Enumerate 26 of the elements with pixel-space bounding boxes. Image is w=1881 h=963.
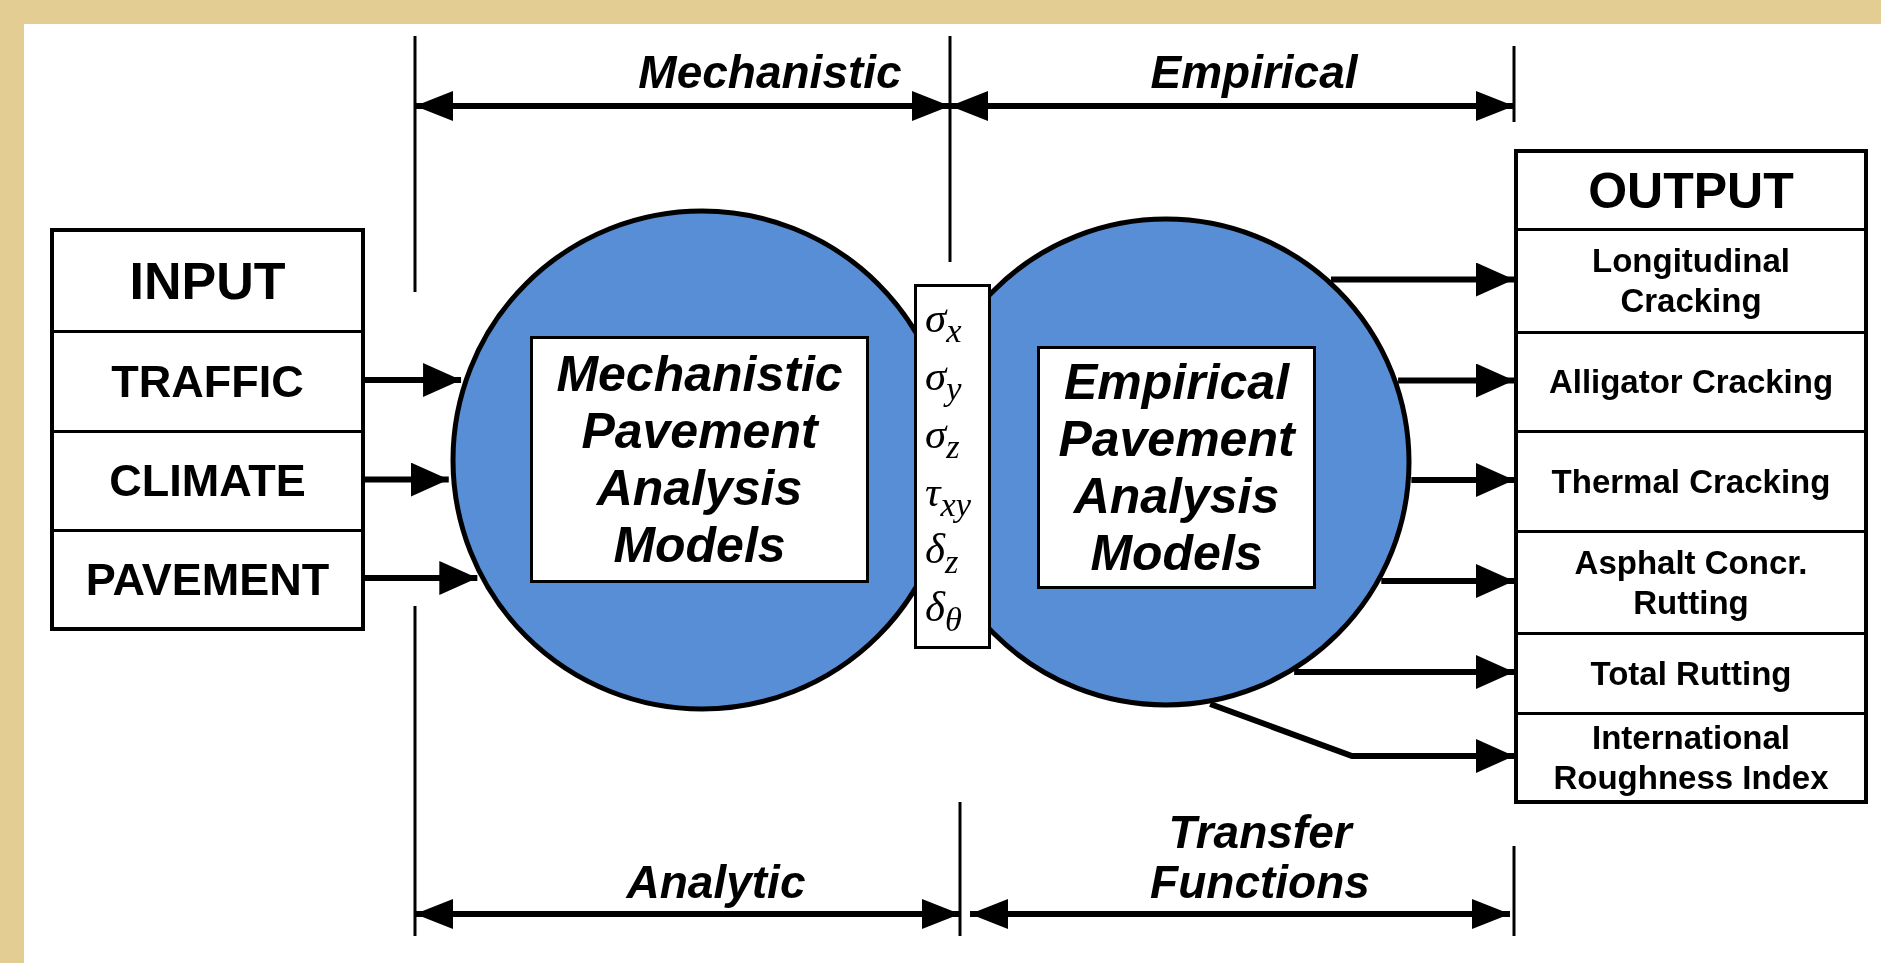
table-box — [50, 228, 365, 631]
stress-symbol: σ$_{z}$ — [925, 411, 960, 464]
arrow — [1381, 564, 1514, 598]
table-box — [1514, 149, 1868, 804]
stress-symbol: τ$_{xy}$ — [925, 469, 971, 522]
arrow — [365, 462, 449, 497]
arrow — [1411, 463, 1514, 497]
model-box: Empirical Pavement Analysis Models — [1037, 346, 1316, 589]
stress-symbol: δ$_{z}$ — [925, 527, 959, 580]
stress-symbol: δ$_{θ}$ — [925, 585, 962, 637]
column-header: INPUT — [128, 251, 287, 312]
stress-symbol: σ$_{x}$ — [925, 296, 962, 348]
arrow — [1398, 363, 1514, 398]
stress-symbol: σ$_{y}$ — [925, 353, 962, 406]
arrow — [1330, 262, 1514, 297]
dimension-label: Mechanistic — [638, 48, 902, 98]
arrow — [1209, 701, 1514, 773]
arrow — [365, 363, 462, 397]
arrow — [365, 561, 478, 595]
dimension-label: Analytic — [626, 858, 806, 908]
column-header: OUTPUT — [1587, 161, 1795, 221]
arrow — [1294, 655, 1514, 689]
stress-list-box — [914, 284, 991, 649]
dimension-label: Empirical — [1150, 48, 1358, 98]
dimension-label: Transfer Functions — [1149, 808, 1371, 908]
model-box: Mechanistic Pavement Analysis Models — [530, 336, 869, 583]
